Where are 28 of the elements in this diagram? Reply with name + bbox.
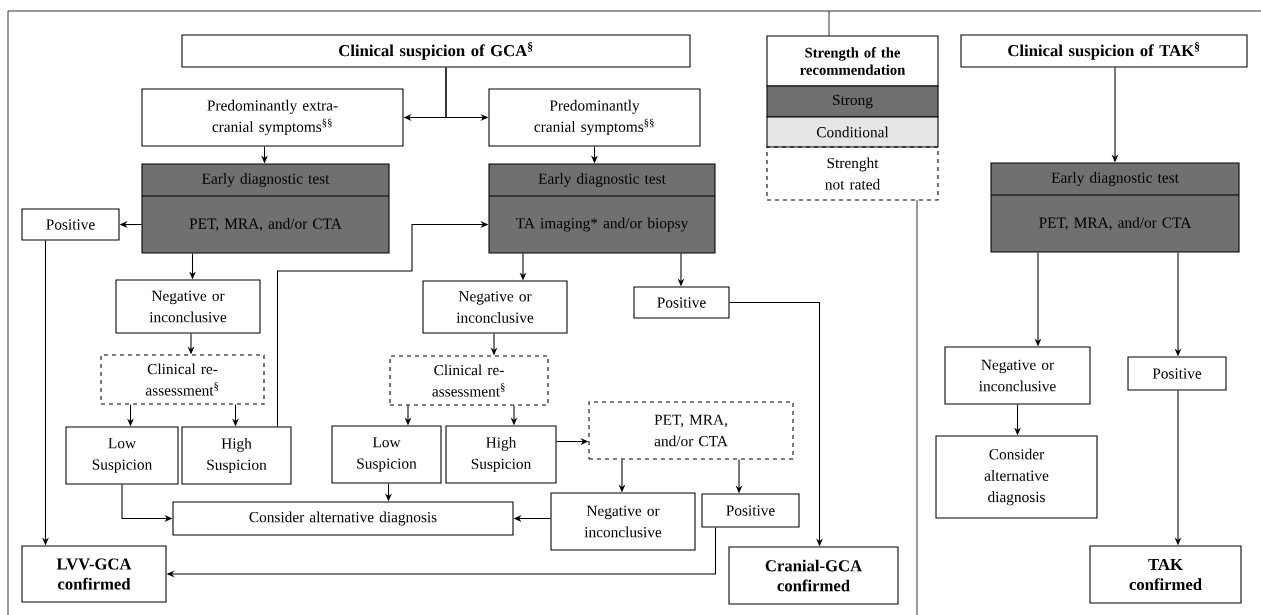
process-box: Negative or inconclusive <box>422 280 568 334</box>
outcome-box: LVV-GCA confirmed <box>21 545 167 603</box>
test-box: Early diagnostic test PET, MRA, and/or CTA <box>990 162 1240 253</box>
dashed-box: PET, MRA, and/or CTA <box>588 401 794 460</box>
process-box: Positive <box>701 493 800 528</box>
outcome-box: Cranial-GCA confirmed <box>728 546 899 605</box>
dashed-box: Clinical re-assessment$^{§}$ <box>389 355 549 406</box>
process-box: Negative or inconclusive <box>115 279 261 334</box>
process-box: Negative or inconclusive <box>550 492 696 551</box>
process-box: Consider alternative diagnosis <box>935 435 1098 519</box>
process-box: Low Suspicion <box>65 426 179 485</box>
outcome-box: Clinical suspicion of TAK$^{§}$ <box>960 34 1248 68</box>
process-box: Positive <box>1127 356 1227 391</box>
dashed-box: Clinical re-assessment$^{§}$ <box>100 354 265 405</box>
process-box: High Suspicion <box>445 425 557 484</box>
outcome-box: TAK confirmed <box>1089 545 1242 604</box>
process-box: Consider alternative diagnosis <box>172 501 514 536</box>
process-box: Low Suspicion <box>331 425 442 484</box>
process-box: Negative or inconclusive <box>944 346 1091 405</box>
process-box: Positive <box>21 208 120 241</box>
outcome-box: Clinical suspicion of GCA$^{§}$ <box>181 34 691 68</box>
test-box: Early diagnostic test TA imaging* and/or biopsy <box>488 163 716 254</box>
legend-title: Strength of the recommendation <box>766 35 939 87</box>
process-box: Positive <box>633 286 730 319</box>
test-box: Early diagnostic test PET, MRA, and/or CTA <box>141 163 390 254</box>
process-box: Predominantly cranial symptoms$^{§§}$ <box>488 88 701 147</box>
process-box: High Suspicion <box>181 426 292 485</box>
process-box: Predominantly extra-cranial symptoms$^{§§}$ <box>141 88 404 147</box>
